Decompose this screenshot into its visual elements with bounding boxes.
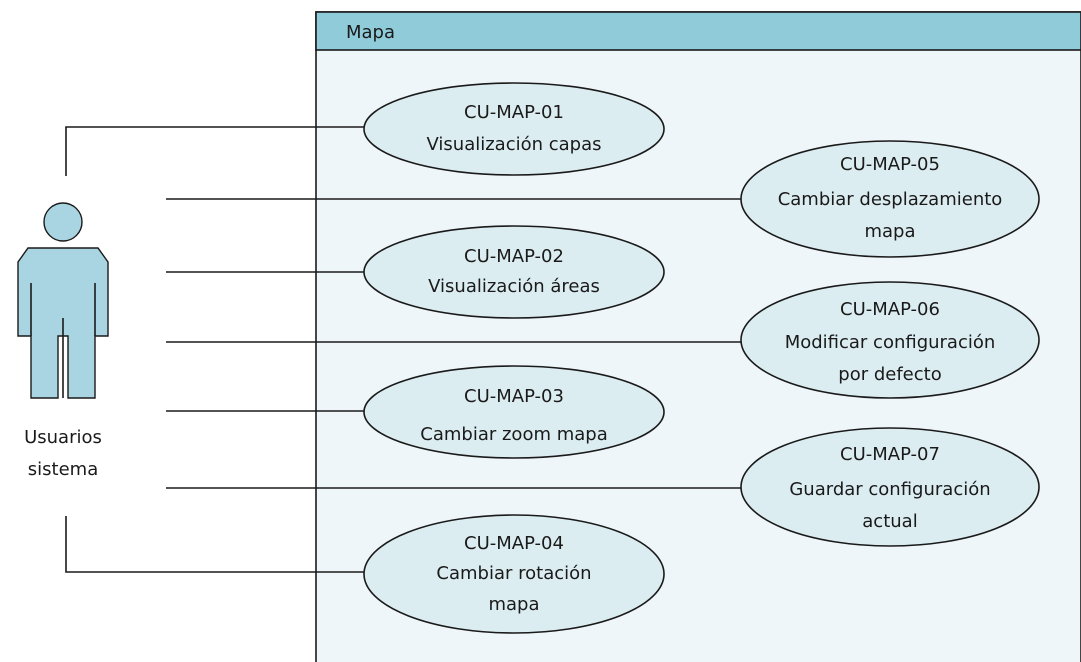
use-case-label: actual [862,511,917,532]
use-case-ellipse[interactable] [740,427,1040,547]
use-case-label: CU-MAP-06 [840,299,940,320]
use-case-label: CU-MAP-04 [464,533,564,554]
use-case-label: Cambiar rotación [436,563,591,584]
use-case-ellipse[interactable] [363,82,665,176]
actor-label-line-2: sistema [28,459,98,480]
use-case-cu-map-03[interactable]: CU-MAP-03 Cambiar zoom mapa [363,365,665,459]
use-case-label: CU-MAP-02 [464,246,564,267]
use-case-label: Guardar configuración [789,479,990,500]
use-case-ellipse[interactable] [363,514,665,634]
association-uc-01 [65,126,364,176]
use-case-label: CU-MAP-07 [840,444,940,465]
use-case-cu-map-05[interactable]: CU-MAP-05 Cambiar desplazamiento mapa [740,140,1040,258]
actor-label-line-1: Usuarios [24,427,102,448]
use-case-label: Visualización áreas [428,276,600,297]
use-case-ellipse[interactable] [363,365,665,459]
use-case-cu-map-06[interactable]: CU-MAP-06 Modificar configuración por de… [740,281,1040,399]
use-case-label: Modificar configuración [785,332,996,353]
use-case-label: mapa [864,221,915,242]
use-case-label: CU-MAP-03 [464,386,564,407]
use-case-cu-map-01[interactable]: CU-MAP-01 Visualización capas [363,82,665,176]
use-case-ellipse[interactable] [740,140,1040,258]
use-case-cu-map-02[interactable]: CU-MAP-02 Visualización áreas [363,225,665,319]
use-case-ellipse[interactable] [740,281,1040,399]
use-case-label: mapa [488,594,539,615]
actor-figure: Usuarios sistema [17,202,109,480]
use-case-label: por defecto [838,364,941,385]
actor-head [43,202,83,242]
system-header [315,11,1081,51]
use-case-label: Visualización capas [426,134,601,155]
associations [65,126,741,573]
use-case-cu-map-04[interactable]: CU-MAP-04 Cambiar rotación mapa [363,514,665,634]
association-uc-04 [65,516,364,573]
use-case-label: Cambiar zoom mapa [420,424,607,445]
use-case-ellipse[interactable] [363,225,665,319]
use-case-label: CU-MAP-05 [840,154,940,175]
use-case-label: Cambiar desplazamiento [778,189,1003,210]
use-case-cu-map-07[interactable]: CU-MAP-07 Guardar configuración actual [740,427,1040,547]
system-title: Mapa [346,22,395,43]
use-case-label: CU-MAP-01 [464,102,564,123]
